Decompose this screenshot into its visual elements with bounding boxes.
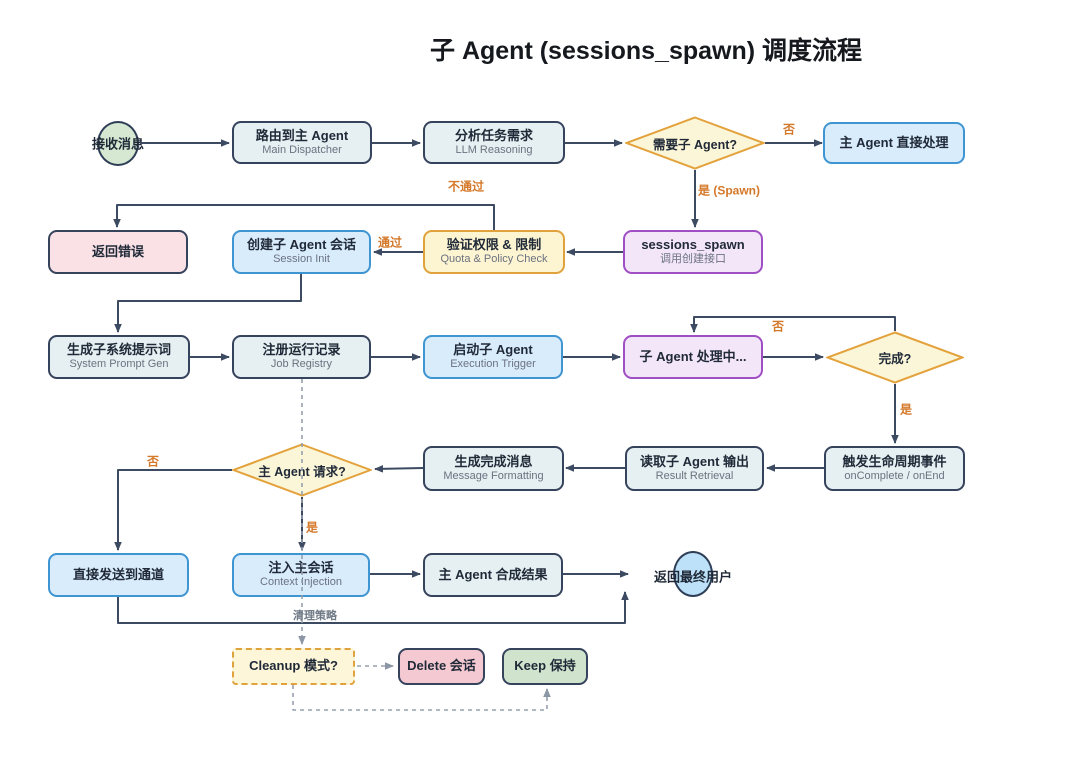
node-keep-session: Keep 保持: [502, 648, 588, 685]
edge-label-no-need: 否: [782, 122, 796, 137]
edge-label-yes-main-req: 是: [305, 520, 319, 535]
node-synthesize-result: 主 Agent 合成结果: [423, 553, 563, 597]
decision-cleanup-mode: Cleanup 模式?: [232, 648, 355, 685]
end-node-label: 返回最终用户: [653, 569, 733, 585]
edge-label-cleanup-policy: 清理策略: [293, 610, 337, 622]
edge-label-done-yes: 是: [899, 402, 913, 417]
node-subagent-processing: 子 Agent 处理中...: [623, 335, 763, 379]
node-session-init: 创建子 Agent 会话 Session Init: [232, 230, 371, 274]
node-main-agent-direct: 主 Agent 直接处理: [823, 122, 965, 164]
edge-label-fail: 不通过: [447, 179, 485, 194]
node-send-to-channel: 直接发送到通道: [48, 553, 189, 597]
edge-label-yes-spawn: 是 (Spawn): [698, 183, 760, 198]
node-quota-check: 验证权限 & 限制 Quota & Policy Check: [423, 230, 565, 274]
node-context-injection: 注入主会话 Context Injection: [232, 553, 370, 597]
decision-main-agent-request: 主 Agent 请求?: [232, 443, 372, 497]
node-route-main-agent: 路由到主 Agent Main Dispatcher: [232, 121, 372, 164]
node-result-retrieval: 读取子 Agent 输出 Result Retrieval: [625, 446, 764, 491]
node-delete-session: Delete 会话: [398, 648, 485, 685]
node-job-registry: 注册运行记录 Job Registry: [232, 335, 371, 379]
node-message-formatting: 生成完成消息 Message Formatting: [423, 446, 564, 491]
edge-label-not-done: 否: [771, 319, 785, 334]
decision-need-subagent: 需要子 Agent?: [625, 116, 765, 170]
end-node: [673, 551, 713, 597]
start-node: [97, 121, 139, 166]
edge-label-pass: 通过: [377, 235, 403, 250]
node-system-prompt-gen: 生成子系统提示词 System Prompt Gen: [48, 335, 190, 379]
start-node-label: 接收消息: [91, 136, 145, 152]
edge-label-no-main-req: 否: [146, 454, 160, 469]
node-return-error: 返回错误: [48, 230, 188, 274]
decision-done: 完成?: [826, 331, 964, 384]
node-analyze-task: 分析任务需求 LLM Reasoning: [423, 121, 565, 164]
node-sessions-spawn: sessions_spawn 调用创建接口: [623, 230, 763, 274]
diagram-title: 子 Agent (sessions_spawn) 调度流程: [430, 37, 863, 65]
node-lifecycle-events: 触发生命周期事件 onComplete / onEnd: [824, 446, 965, 491]
node-execution-trigger: 启动子 Agent Execution Trigger: [423, 335, 563, 379]
